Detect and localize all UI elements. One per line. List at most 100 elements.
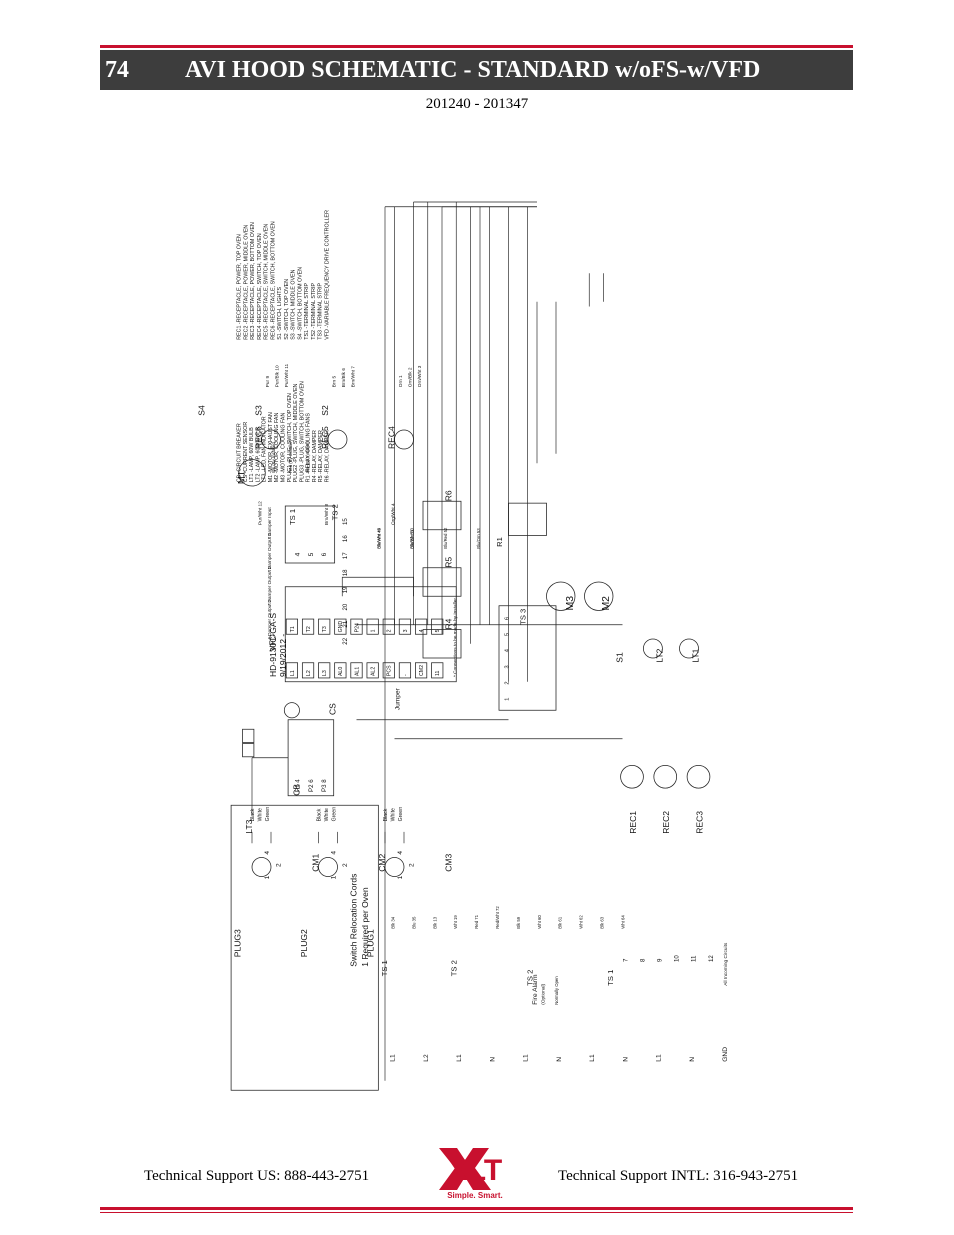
cord-subtitle: 1 Required per Oven (360, 887, 370, 967)
diagram-label: White (258, 808, 264, 821)
r5-label: R5 (444, 557, 454, 568)
legend-item: M2 -MOTOR, COOLING FAN (274, 413, 280, 483)
wire-label: Blk 34 (391, 916, 396, 928)
diagram-label: 4 (331, 851, 338, 855)
vfd-terminal (415, 662, 428, 679)
ts3-terminal: 4 (505, 649, 511, 652)
legend-item: CB -CIRCUIT BREAKER (237, 423, 243, 482)
diagram-label: Green (398, 807, 404, 822)
rec6-label: REC6 (254, 426, 264, 449)
line-label: L1 (523, 1054, 530, 1062)
support-intl: Technical Support INTL: 316-943-2751 (558, 1168, 799, 1184)
vfd-terminal-label: AL1 (354, 667, 360, 676)
legend-item: R5 -RELAY, DAMPER (318, 430, 324, 482)
wire-label: Wht 62 (579, 915, 584, 929)
diagram-label: 1 (264, 875, 271, 879)
plug-label: PLUG2 (299, 929, 309, 957)
wire-label: Brn 5 (332, 376, 338, 388)
vfd-terminal-label: 11 (435, 671, 441, 677)
ts3-terminal: 2 (505, 681, 511, 684)
wire-label: Orn/Wht 3 (417, 365, 423, 387)
m1-circle (238, 459, 266, 487)
diagram-label: Black (316, 808, 322, 821)
wire-label: Brn/Blk 6 (341, 368, 347, 388)
wire-label: Red 71 (474, 914, 479, 928)
ts1-label: TS 1 (288, 509, 297, 525)
vfd-terminal-label: L2 (306, 670, 312, 676)
vfd-terminal-label: T3 (322, 626, 328, 632)
lt3-label: LT3 (244, 819, 254, 833)
ts3-terminal: 1 (505, 698, 511, 701)
lt2-label: LT2 (654, 648, 664, 662)
drawing-number: HD-9130C-GA-S (268, 613, 278, 677)
wire-label: Orn/Blk 2 (408, 367, 414, 387)
lt2-circle (643, 638, 663, 659)
damper-label: * Damper Output 1 (267, 533, 273, 573)
diagram-label: 4 (264, 851, 271, 855)
wire-label: Blu/Red 52 (443, 527, 448, 549)
line-label: L1 (456, 1054, 463, 1062)
m3-circle (546, 581, 576, 611)
rec4-label: REC4 (387, 426, 397, 449)
legend-item: LT3 -LED, FAN INDICATOR (262, 416, 268, 482)
diagram-label: Black (250, 808, 256, 821)
legend-item: S1 -SWITCH, LIGHTS (277, 286, 283, 339)
vfd-terminal (366, 662, 379, 679)
ts1-bottom-label: TS 1 (380, 960, 389, 976)
legend-item: PLUG1 -PLUG, SWITCH, TOP OVEN (287, 393, 293, 482)
wire-label: Wht 60 (537, 915, 542, 929)
vfd-terminal (366, 618, 379, 635)
wire-label: Blu 35 (411, 916, 416, 929)
diagram-label: P3 8 (321, 779, 328, 792)
legend-item: PLUG2 -PLUG, SWITCH, MIDDLE OVEN (293, 383, 299, 482)
m2-label: M2 (601, 596, 612, 611)
diagram-label: Green (332, 807, 338, 822)
all-incoming-label: All Incoming Circuits (723, 942, 729, 986)
rec2-label: REC2 (661, 811, 671, 834)
vfd-terminal (431, 618, 444, 635)
wire-label: Red (By Installer) (288, 439, 293, 473)
wire-label: Blk 63 (600, 916, 605, 928)
components (230, 429, 711, 1091)
diagram-label: 2 (342, 863, 349, 867)
vfd-terminal (318, 662, 331, 679)
jumper-label: Jumper (394, 687, 401, 710)
vfd-terminal (398, 618, 412, 635)
diagram-label: 6 (321, 552, 328, 556)
xlt-logo: XLT Simple. Smart. (439, 1148, 503, 1200)
ts1b-terminal: 8 (639, 958, 646, 962)
lt1-label: LT1 (691, 648, 701, 662)
r6-box (422, 500, 462, 531)
vfd-terminal (285, 618, 298, 635)
cb-box (287, 719, 335, 797)
legend-item: REC6 -RECEPTACLE, SWITCH, BOTTOM OVEN (270, 221, 276, 340)
logo-tagline: Simple. Smart. (447, 1191, 503, 1200)
wire-label: Blk 13 (432, 916, 437, 928)
note-label: * Connections to be made by Installer (452, 598, 458, 677)
legend-item: REC2 -RECEPTACLE, POWER, MIDDLE OVEN (243, 225, 249, 340)
rs1-label: S1 (615, 652, 625, 663)
legend-item: M3 -MOTOR, COOLING FAN (280, 413, 286, 483)
vfd-terminal-label: PCS (387, 665, 393, 676)
lt1-circle (679, 638, 699, 659)
wire-label: Pur/Blk 10 (275, 365, 281, 387)
r4-label: R4 (444, 618, 454, 629)
diagram-label: 2 (409, 863, 416, 867)
ts2-terminal: 22 (342, 637, 349, 644)
ts1b-terminal: 12 (708, 955, 715, 962)
ts1b-terminal: 9 (656, 958, 663, 962)
r6-label: R6 (444, 490, 454, 501)
title-bar: 74 AVI HOOD SCHEMATIC - STANDARD w/oFS-w… (100, 50, 853, 90)
line-label: L1 (656, 1054, 663, 1062)
ts3-terminal: 5 (505, 633, 511, 636)
ts2-terminal: 17 (342, 552, 349, 559)
damper-label: * Damper Output 2 (267, 566, 273, 606)
legend-item: R6 -RELAY, DAMPER (324, 430, 330, 482)
cord-box (230, 804, 379, 1091)
cm-label: CM1 (311, 853, 321, 871)
page-title: AVI HOOD SCHEMATIC - STANDARD w/oFS-w/VF… (185, 56, 761, 83)
wire-label: Blk/Wht 49 (376, 527, 381, 548)
diagram-label: 5 (308, 552, 315, 556)
